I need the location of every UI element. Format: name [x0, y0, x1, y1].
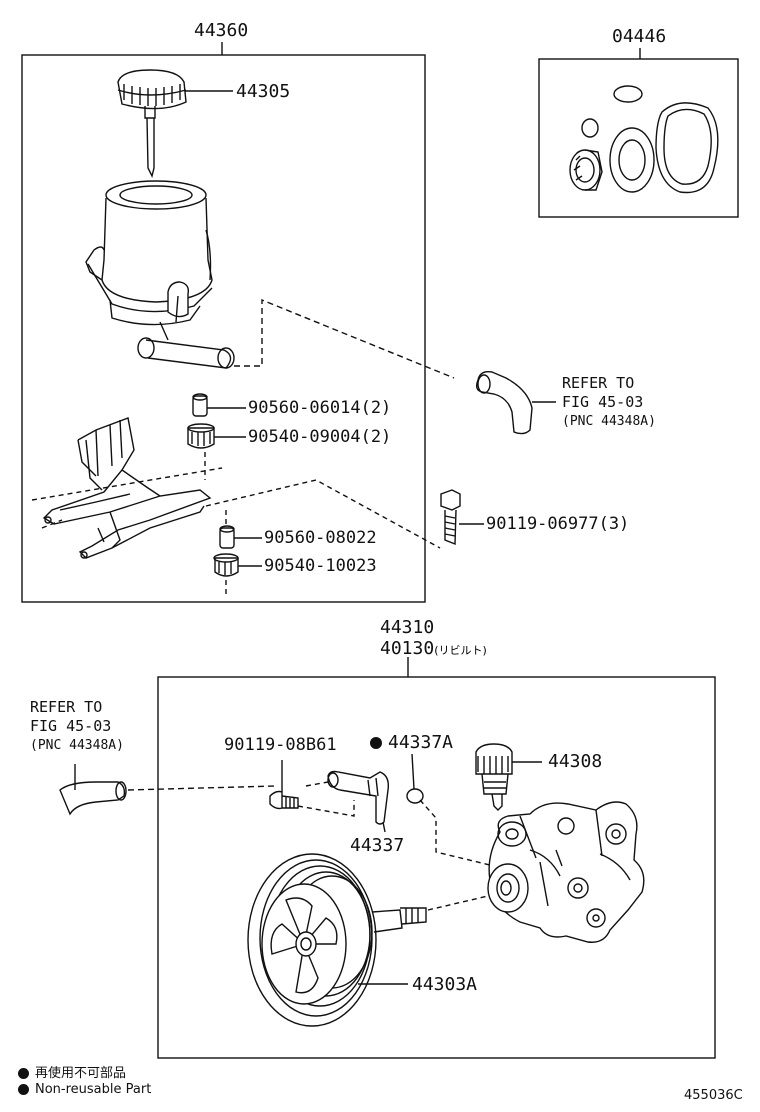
reference-line-3: (PNC 44348A)	[562, 414, 656, 429]
reference-line-2: FIG 45-03	[30, 717, 112, 735]
reservoir-frame	[21, 54, 426, 603]
legend-english: Non-reusable Part	[18, 1082, 151, 1097]
pump-assembly-part-number: 44310	[380, 617, 435, 638]
non-reusable-marker	[370, 737, 382, 749]
cushion-icon-2	[213, 553, 239, 577]
legend-dot	[18, 1068, 29, 1079]
o-ring-icon	[406, 788, 424, 804]
bolt-part-number: 90119-06977(3)	[486, 514, 630, 534]
pulley-icon	[247, 853, 427, 1027]
o-ring-part-number: 44337A	[388, 732, 454, 753]
sleeve-part-number: 90560-06014(2)	[248, 398, 392, 418]
cap-icon	[117, 69, 187, 179]
pump-frame	[157, 676, 716, 1059]
hose-icon-2	[59, 781, 127, 816]
reference-note: REFER TO FIG 45-03 (PNC 44348A)	[562, 374, 656, 431]
gasket-kit-frame	[538, 58, 739, 218]
bracket-icon	[42, 417, 212, 559]
sleeve-icon	[192, 393, 208, 417]
sleeve-2-part-number: 90560-08022	[264, 528, 377, 548]
valve-part-number: 44308	[548, 751, 603, 772]
o-ring-part-number-group: 44337A	[370, 732, 453, 753]
valve-icon	[475, 743, 513, 811]
reference-line-3: (PNC 44348A)	[30, 738, 124, 753]
cushion-part-number: 90540-09004(2)	[248, 427, 392, 447]
bolt-icon	[440, 489, 461, 546]
assembly-part-number: 44360	[194, 20, 249, 41]
figure-code: 455036C	[684, 1088, 743, 1103]
legend-dot	[18, 1084, 29, 1095]
reference-line-2: FIG 45-03	[562, 393, 644, 411]
reference-line-1: REFER TO	[562, 374, 635, 392]
rebuilt-pump-label: 40130(リビルト)	[380, 638, 487, 659]
reference-note-2: REFER TO FIG 45-03 (PNC 44348A)	[30, 698, 124, 755]
cushion-icon	[187, 423, 215, 449]
legend-japanese-text: 再使用不可部品	[35, 1066, 127, 1081]
rebuilt-pump-part-number: 40130	[380, 638, 435, 659]
cap-part-number: 44305	[236, 81, 291, 102]
pump-icon	[487, 801, 645, 943]
sleeve-icon-2	[219, 525, 235, 549]
reference-line-1: REFER TO	[30, 698, 103, 716]
union-bolt-part-number: 90119-08B61	[224, 735, 337, 755]
legend-english-text: Non-reusable Part	[35, 1082, 152, 1097]
gasket-kit-icon	[569, 85, 719, 194]
hose-icon	[475, 370, 533, 435]
reservoir-icon	[85, 180, 235, 369]
rebuilt-note: (リビルト)	[434, 644, 487, 657]
pulley-part-number: 44303A	[412, 974, 478, 995]
union-icon	[327, 770, 390, 825]
gasket-kit-part-number: 04446	[612, 26, 667, 47]
union-part-number: 44337	[350, 835, 405, 856]
cushion-2-part-number: 90540-10023	[264, 556, 377, 576]
legend-japanese: 再使用不可部品	[18, 1062, 126, 1081]
union-bolt-icon	[269, 790, 299, 810]
